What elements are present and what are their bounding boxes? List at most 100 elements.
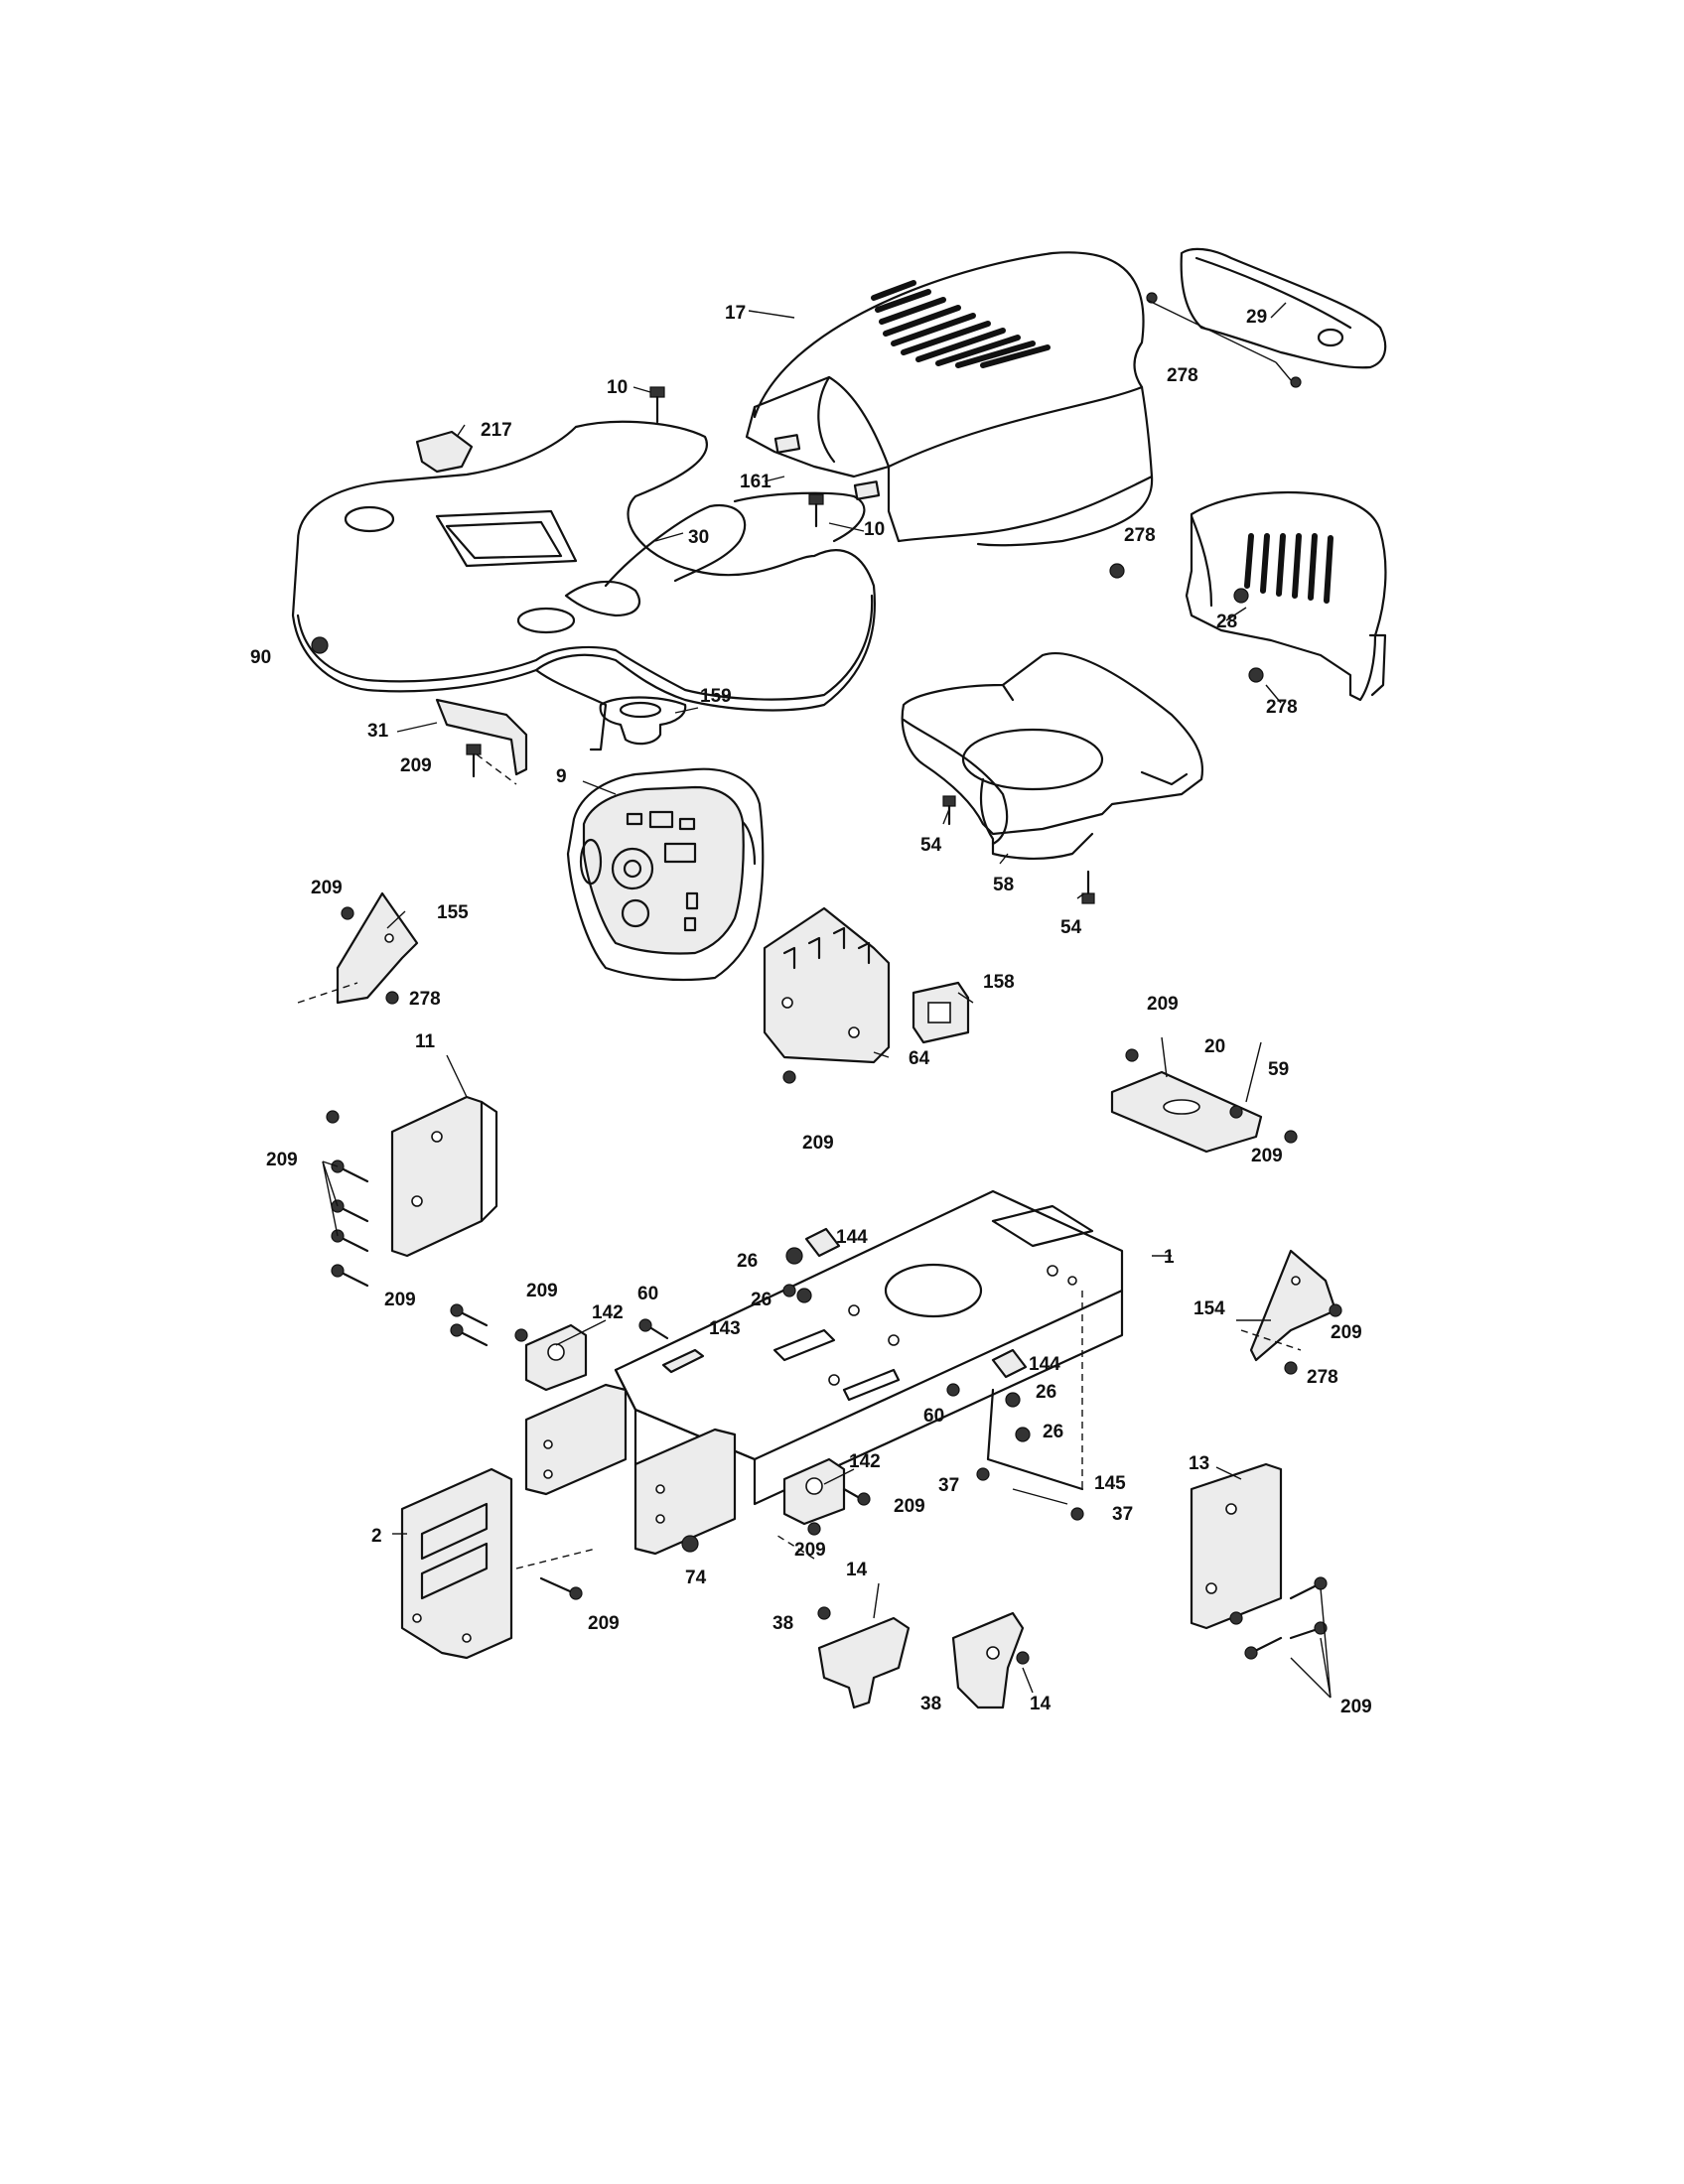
callout-label: 17: [725, 303, 746, 324]
screw-icon: [1284, 1130, 1298, 1144]
hood-pad-2: [853, 480, 881, 500]
bracket-31-part: [435, 698, 528, 776]
screw-icon: [817, 1606, 831, 1620]
nut-icon: [1109, 563, 1125, 579]
callout-label: 14: [846, 1560, 868, 1580]
callout-label: 278: [1124, 525, 1156, 546]
nut-icon: [1015, 1427, 1031, 1442]
callout-label: 58: [993, 875, 1014, 895]
rear-grille-part: [1185, 490, 1387, 702]
bracket-155-part: [336, 891, 419, 1005]
callout-label: 209: [311, 878, 343, 898]
callout-label: 209: [588, 1613, 620, 1634]
callout-label: 54: [1060, 917, 1082, 938]
nut-icon: [1005, 1392, 1021, 1408]
screw-icon: [842, 1487, 871, 1506]
switch-part: [912, 981, 970, 1044]
hood-pad-1: [773, 434, 801, 454]
callout-label: 10: [864, 519, 885, 540]
callout-label: 209: [400, 755, 432, 776]
rear-grille-slots: [1244, 533, 1333, 604]
callout-label: 20: [1204, 1036, 1225, 1057]
bolt-icon: [1081, 870, 1095, 904]
callout-label: 54: [920, 835, 942, 856]
bracket-154-part: [1249, 1249, 1337, 1362]
lever-217-part: [415, 430, 474, 474]
screw-icon: [539, 1576, 583, 1600]
screw-icon: [514, 1328, 528, 1342]
callout-label: 209: [794, 1540, 826, 1561]
callout-labels: 17 29 278 10 217 161 10 30 278 28 90 278…: [250, 303, 1372, 1717]
screw-icon: [331, 1264, 369, 1288]
fender-part: [291, 420, 876, 751]
callout-label: 209: [1340, 1697, 1372, 1717]
hood-part: [745, 251, 1154, 547]
callout-label: 14: [1030, 1694, 1052, 1714]
frame-side-plates: [524, 1383, 737, 1556]
callout-label: 209: [526, 1281, 558, 1301]
callout-label: 11: [415, 1031, 436, 1052]
callout-label: 1: [1164, 1247, 1175, 1268]
nut-icon: [681, 1535, 699, 1553]
screw-icon: [946, 1383, 960, 1397]
plate-20-part: [1110, 1070, 1263, 1154]
hood-vent-grille: [871, 280, 1051, 368]
callout-label: 37: [938, 1475, 959, 1496]
callout-label: 144: [1029, 1354, 1060, 1375]
callout-label: 209: [894, 1496, 925, 1517]
headlight-lens-part: [1180, 247, 1387, 369]
callout-label: 209: [1147, 994, 1179, 1015]
nut-icon: [796, 1288, 812, 1303]
right-side-plate-part: [1190, 1462, 1283, 1630]
callout-label: 90: [250, 647, 271, 668]
callout-label: 60: [923, 1406, 944, 1427]
bracket-38-left-part: [817, 1616, 911, 1709]
callout-label: 159: [700, 686, 732, 707]
callout-label: 10: [607, 377, 628, 398]
callout-label: 142: [849, 1451, 881, 1472]
screw-icon: [1284, 1361, 1298, 1375]
screw-icon: [1329, 1303, 1342, 1317]
screw-icon: [450, 1323, 489, 1347]
callout-label: 209: [1251, 1146, 1283, 1166]
callout-label: 278: [409, 989, 441, 1010]
screw-icon: [341, 906, 354, 920]
dash-mount-bracket-part: [763, 906, 891, 1064]
callout-label: 2: [371, 1526, 382, 1547]
nut-icon: [1229, 1105, 1243, 1119]
bracket-144-lower: [991, 1348, 1028, 1379]
bracket-143-part: [661, 1348, 705, 1374]
callout-label: 26: [751, 1290, 772, 1310]
screw-icon: [807, 1522, 821, 1536]
screw-icon: [1290, 376, 1302, 388]
callout-label: 209: [802, 1133, 834, 1154]
callout-label: 142: [592, 1302, 624, 1323]
nut-icon: [1233, 588, 1249, 604]
callout-label: 155: [437, 902, 469, 923]
callout-label: 13: [1189, 1453, 1209, 1474]
callout-label: 209: [266, 1150, 298, 1170]
main-frame-part: [614, 1189, 1124, 1506]
screw-icon: [1125, 1048, 1139, 1062]
screw-icon: [1070, 1507, 1084, 1521]
callout-label: 278: [1266, 697, 1298, 718]
callout-label: 209: [384, 1290, 416, 1310]
callout-label: 26: [1043, 1422, 1063, 1442]
callout-label: 28: [1216, 612, 1237, 632]
bracket-142-lower: [782, 1457, 846, 1526]
callout-label: 74: [685, 1568, 707, 1588]
callout-label: 158: [983, 972, 1015, 993]
screw-icon: [385, 991, 399, 1005]
bracket-38-right-part: [951, 1611, 1025, 1709]
callout-label: 217: [481, 420, 512, 441]
assembly-lines: [297, 753, 1302, 1570]
callout-label: 64: [909, 1048, 930, 1069]
screw-icon: [1244, 1636, 1283, 1660]
rod-145-part: [986, 1388, 1084, 1491]
callout-label: 209: [1331, 1322, 1362, 1343]
bracket-142-upper: [524, 1323, 588, 1392]
front-plate-part: [400, 1467, 513, 1660]
callout-label: 278: [1167, 365, 1198, 386]
callout-label: 31: [367, 721, 389, 742]
